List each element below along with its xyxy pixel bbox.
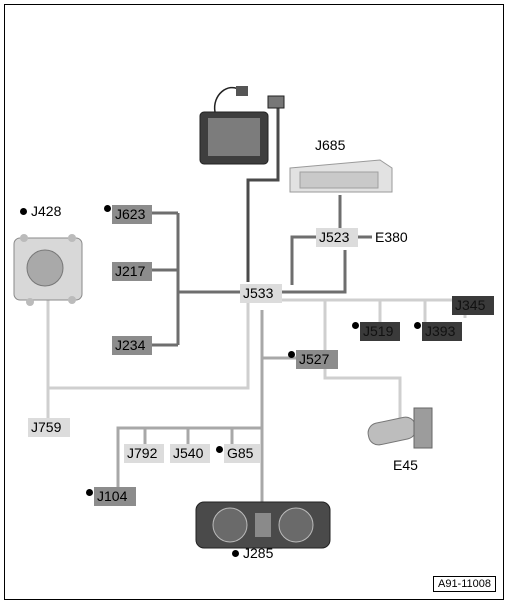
label-e45: E45	[393, 457, 418, 473]
label-j104: J104	[94, 487, 136, 506]
diagnosis-line	[246, 108, 280, 282]
label-j523: J523	[316, 228, 358, 247]
bullet-dot	[20, 208, 27, 215]
radar-sensor-icon	[13, 234, 83, 306]
bullet-dot	[352, 322, 359, 329]
bullet-dot	[288, 351, 295, 358]
bullet-dot	[104, 205, 111, 212]
label-g85: G85	[224, 444, 260, 463]
light-bus-lines	[46, 290, 467, 420]
cruise-control-stalk-icon	[367, 407, 433, 449]
label-j759: J759	[28, 418, 70, 437]
instrument-cluster-icon	[195, 501, 331, 549]
diagram-frame	[4, 4, 504, 600]
dark-bus-lines	[150, 195, 372, 347]
bullet-dot	[232, 550, 239, 557]
label-j428: J428	[31, 203, 62, 219]
bullet-dot	[86, 489, 93, 496]
label-j623: J623	[112, 205, 152, 224]
label-j234: J234	[112, 336, 152, 355]
label-j519: J519	[360, 322, 400, 341]
label-j393: J393	[422, 322, 462, 341]
diagnostic-tester-icon	[199, 86, 285, 165]
label-j533: J533	[240, 284, 282, 303]
bullet-dot	[414, 322, 421, 329]
label-j345: J345	[452, 296, 494, 315]
label-j527: J527	[296, 350, 338, 369]
figure-reference: A91-11008	[432, 576, 496, 592]
label-j217: J217	[112, 262, 152, 281]
display-unit-icon	[289, 159, 393, 193]
label-j285: J285	[243, 545, 274, 561]
label-e380: E380	[375, 229, 408, 245]
bullet-dot	[216, 446, 223, 453]
label-j685: J685	[315, 137, 346, 153]
label-j540: J540	[170, 444, 210, 463]
mid-bus-lines	[116, 310, 298, 505]
label-j792: J792	[124, 444, 164, 463]
